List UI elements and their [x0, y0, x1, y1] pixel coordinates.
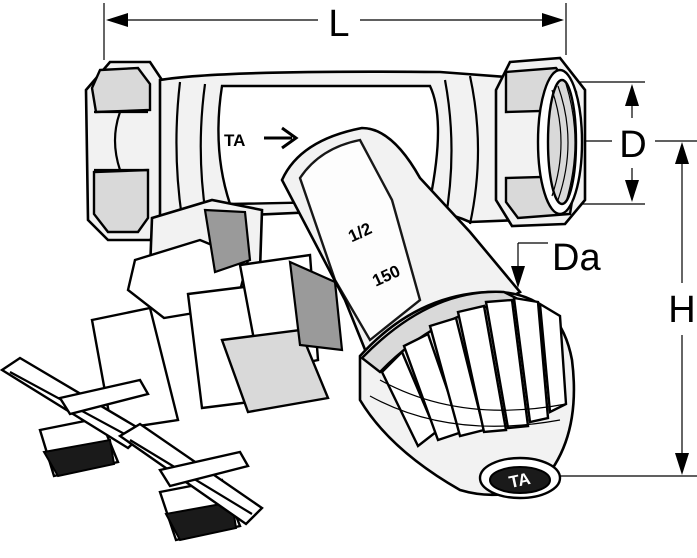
dimension-d: D: [560, 81, 697, 205]
flow-mark: TA: [224, 126, 299, 150]
left-hex-nut: [84, 60, 164, 242]
dimension-arrow-icon: [675, 142, 689, 164]
dimension-h: H: [520, 142, 697, 477]
dimension-da-label: Da: [552, 237, 601, 279]
dimension-arrow-icon: [511, 266, 525, 288]
dimension-l-label: L: [328, 3, 349, 45]
handwheel-grip-ribs: [369, 296, 568, 448]
dimension-arrow-icon: [106, 13, 128, 27]
dimension-da: Da: [511, 237, 601, 288]
brand-mark: TA: [224, 131, 245, 150]
flow-arrow-icon: [264, 126, 299, 150]
dimension-arrow-icon: [625, 84, 639, 106]
dimension-d-label: D: [619, 124, 646, 166]
dimension-h-label: H: [668, 289, 695, 331]
measuring-points: [0, 198, 344, 542]
handwheel: TA: [358, 290, 576, 500]
dimension-arrow-icon: [542, 13, 564, 27]
dimension-arrow-icon: [675, 453, 689, 475]
right-hex-nut: [494, 56, 587, 228]
dimension-arrow-icon: [625, 180, 639, 202]
dimension-l: L: [103, 2, 567, 60]
handwheel-brand-mark: TA: [507, 469, 532, 492]
